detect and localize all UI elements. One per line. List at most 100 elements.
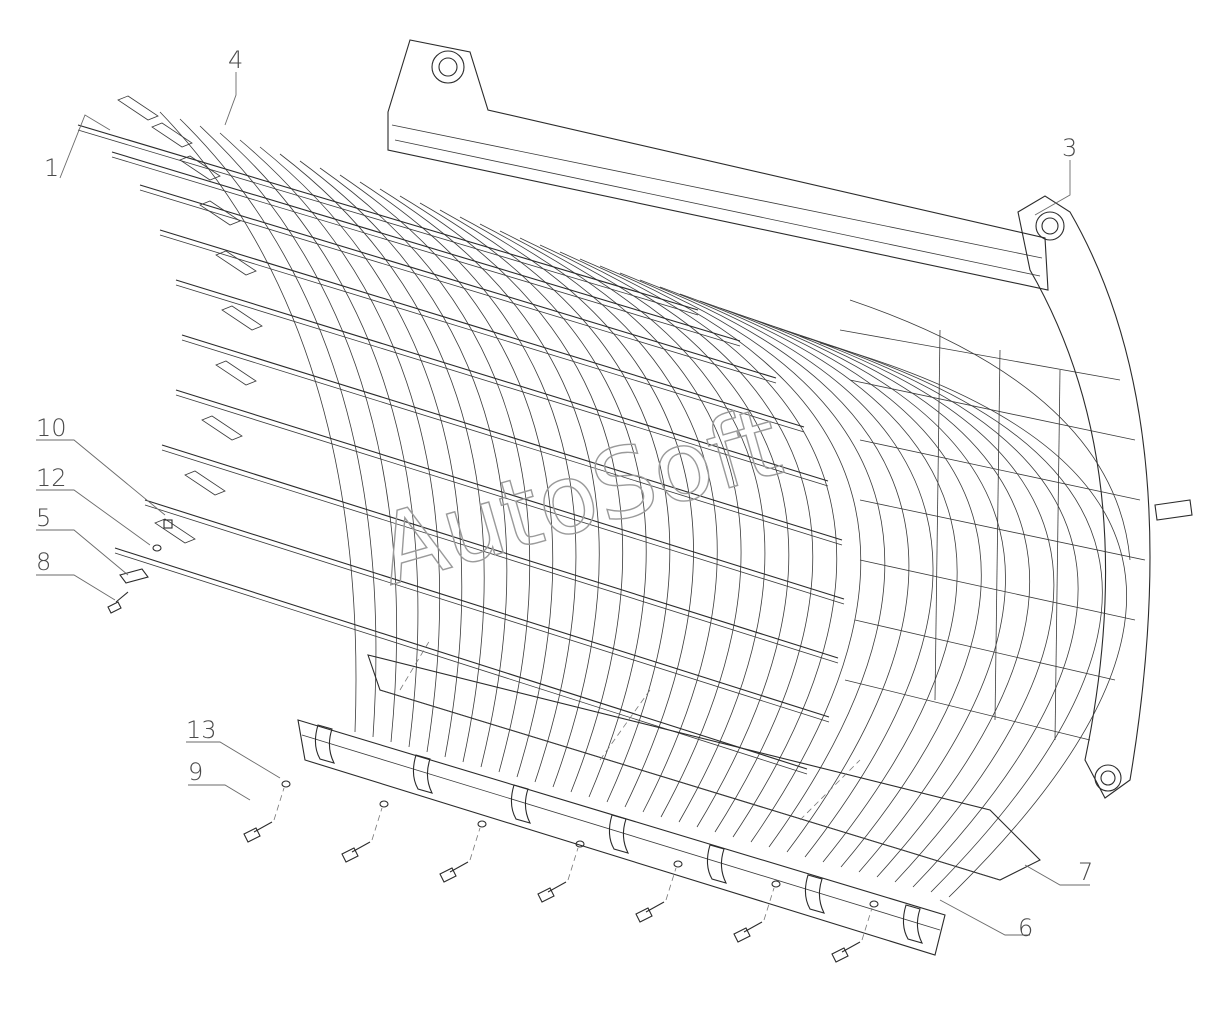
washer — [869, 900, 879, 908]
bar-clip — [179, 155, 221, 181]
axis-line — [567, 847, 579, 881]
grate-wire — [239, 139, 440, 753]
grate-wire — [579, 258, 838, 838]
grate-wire — [299, 160, 508, 768]
bar-clip — [201, 415, 243, 441]
grate-wire — [519, 237, 766, 823]
bar-clip — [215, 360, 257, 386]
axis-line — [763, 887, 775, 921]
fasteners — [107, 519, 879, 963]
grate-bars — [77, 95, 845, 775]
grate-bar-edge — [159, 234, 805, 433]
grate-bar-edge — [175, 284, 829, 487]
grate-bar — [144, 499, 830, 718]
grate-wire — [439, 209, 671, 803]
watermark-text: AutoSoft — [365, 386, 792, 607]
grate-wire — [619, 272, 886, 848]
grate-wire — [659, 286, 934, 858]
grate-wire — [359, 181, 577, 783]
grate-bar-edge — [77, 129, 699, 316]
grate-wire — [799, 335, 1103, 893]
strip-tab — [510, 784, 532, 824]
grate-bar-edge — [175, 394, 845, 605]
grate-wire — [419, 202, 647, 798]
strip-tab — [706, 844, 728, 884]
grate-bar — [161, 444, 839, 659]
callout-3: 3 — [1062, 134, 1077, 162]
callout-8: 8 — [36, 548, 51, 576]
bolt-shank — [841, 941, 861, 953]
bolt-shank — [743, 921, 763, 933]
callout-4: 4 — [228, 46, 243, 74]
grate-wire — [379, 188, 600, 788]
grate-bar — [77, 124, 699, 311]
bolt-head — [635, 907, 653, 923]
bar-clip — [154, 518, 196, 544]
grate-wire — [259, 146, 463, 758]
axis-line — [665, 867, 677, 901]
strip-tab — [314, 724, 336, 764]
bolt-head — [831, 947, 849, 963]
washer — [379, 800, 389, 808]
grate-bar-edge — [111, 156, 741, 347]
grate-wire — [479, 223, 718, 813]
grate-bar-edge — [161, 449, 839, 664]
grate-bar — [175, 389, 845, 600]
bolt-shank — [449, 861, 469, 873]
grate-wire — [559, 251, 814, 833]
grate-wire — [319, 167, 531, 773]
grate-bar — [181, 334, 843, 541]
strip-tab — [902, 904, 924, 944]
grate-bar-edge — [181, 339, 843, 546]
axis-line — [371, 807, 383, 841]
grate-wire — [339, 174, 554, 778]
bottom-plate — [367, 639, 1041, 881]
grate-wire — [819, 342, 1127, 898]
bar-clip — [215, 250, 257, 276]
grate-bar — [139, 184, 777, 379]
bolt-head — [107, 601, 122, 614]
callout-10: 10 — [36, 414, 67, 442]
callout-7: 7 — [1078, 858, 1093, 886]
grate-wire — [459, 216, 694, 808]
washer — [281, 780, 291, 788]
grate-bar-edge — [139, 189, 777, 384]
grate-bar — [159, 229, 805, 428]
grate-bar-edge — [114, 552, 808, 775]
grate-wire — [739, 314, 1031, 878]
washer — [152, 544, 162, 552]
washer — [673, 860, 683, 868]
bolt-head — [341, 847, 359, 863]
bar-clip — [184, 470, 226, 496]
strip-tab — [608, 814, 630, 854]
grate-bar-edge — [144, 504, 830, 723]
strip-tab — [412, 754, 434, 794]
grate-wire — [759, 321, 1055, 883]
grate-wire — [399, 195, 624, 793]
grate-wire — [679, 293, 958, 863]
bolt-head — [733, 927, 751, 943]
bar-clip — [199, 200, 241, 226]
grate-bar — [111, 151, 741, 342]
grate-bar — [114, 547, 808, 770]
grate-wire — [599, 265, 862, 843]
grate-wire — [219, 132, 419, 748]
grate-wire — [539, 244, 790, 828]
bolt-shank — [645, 901, 665, 913]
bolt-head — [537, 887, 555, 903]
washer — [575, 840, 585, 848]
bar-clip — [117, 95, 159, 121]
callout-leaders — [36, 72, 1090, 936]
bolt — [115, 591, 129, 603]
washer — [771, 880, 781, 888]
callout-6: 6 — [1018, 914, 1033, 942]
bolt-shank — [253, 821, 273, 833]
grate-wire — [779, 328, 1079, 888]
grate-wire — [179, 118, 377, 738]
grate-wire — [699, 300, 982, 868]
callout-1: 1 — [44, 154, 59, 182]
clamp-strip — [297, 719, 946, 956]
grate-bar — [175, 279, 829, 482]
